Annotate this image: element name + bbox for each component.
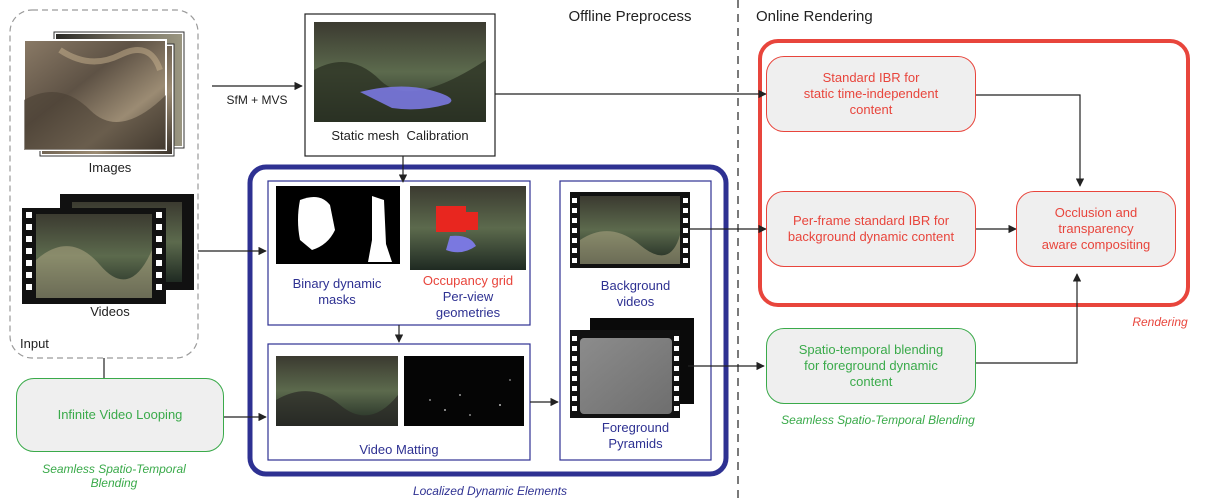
- standard-ibr-text: Standard IBR for static time-independent…: [803, 70, 939, 117]
- video-matting-alpha-image: [404, 356, 524, 426]
- video-matting-label: Video Matting: [359, 442, 439, 457]
- input-group-frame: [9, 9, 199, 359]
- static-mesh-image: [314, 22, 486, 122]
- blending-caption: Seamless Spatio-Temporal Blending: [781, 413, 975, 427]
- arrow-standard-to-compositing: [976, 94, 1085, 187]
- compositing-node: Occlusion and transparency aware composi…: [1016, 191, 1176, 267]
- localized-caption: Localized Dynamic Elements: [412, 484, 568, 498]
- images-thumbnail-stack: [23, 31, 185, 157]
- videos-label: Videos: [90, 304, 130, 319]
- infinite-looping-node: Infinite Video Looping: [16, 378, 224, 452]
- infinite-looping-text: Infinite Video Looping: [57, 407, 183, 423]
- binary-masks-label: Binary dynamic masks: [292, 276, 382, 307]
- foreground-pyramids-label: Foreground Pyramids: [601, 420, 670, 451]
- video-matting-color-image: [276, 356, 398, 426]
- background-videos-label: Background videos: [600, 278, 671, 309]
- occupancy-grid-image: [410, 186, 526, 270]
- perframe-ibr-node: Per-frame standard IBR for background dy…: [766, 191, 976, 267]
- images-label: Images: [88, 160, 132, 175]
- videos-filmstrip-stack: [22, 194, 194, 304]
- arrow-blending-to-compositing: [976, 273, 1082, 364]
- per-view-geometries-label: Per-view geometries: [435, 289, 501, 320]
- offline-header: Offline Preprocess: [568, 8, 692, 25]
- background-fg-box: [559, 180, 712, 461]
- occupancy-grid-label: Occupancy grid: [422, 273, 514, 288]
- sfm-mvs-label: SfM + MVS: [226, 93, 288, 107]
- perframe-ibr-text: Per-frame standard IBR for background dy…: [787, 213, 955, 244]
- background-video-filmstrip: [570, 192, 690, 268]
- input-label: Input: [20, 336, 49, 351]
- rendering-caption: Rendering: [1132, 315, 1188, 329]
- rendering-frame: [758, 39, 1190, 307]
- spatio-temporal-blending-text: Spatio-temporal blending for foreground …: [798, 342, 944, 389]
- spatio-temporal-blending-node: Spatio-temporal blending for foreground …: [766, 328, 976, 404]
- foreground-pyramids-filmstrip: [570, 318, 694, 418]
- binary-masks-image: [276, 186, 400, 264]
- looping-caption: Seamless Spatio-Temporal Blending: [42, 462, 186, 491]
- standard-ibr-node: Standard IBR for static time-independent…: [766, 56, 976, 132]
- compositing-text: Occlusion and transparency aware composi…: [1041, 205, 1151, 252]
- static-mesh-caption: Static mesh Calibration: [331, 128, 469, 143]
- online-header: Online Rendering: [756, 8, 873, 25]
- localized-dynamic-frame: [247, 164, 729, 477]
